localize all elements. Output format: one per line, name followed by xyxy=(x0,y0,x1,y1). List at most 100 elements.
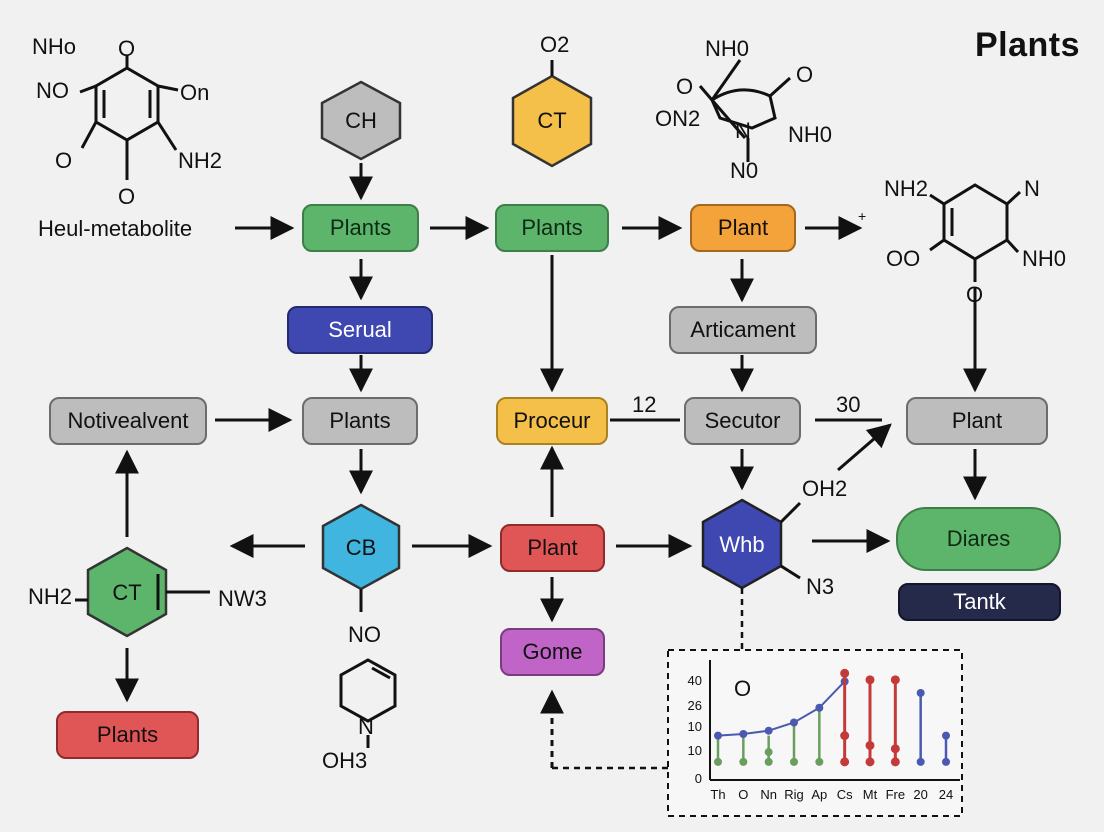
chart-point-green xyxy=(815,757,824,766)
chem-label: On xyxy=(180,80,210,105)
chart-point-red xyxy=(865,675,875,685)
molecule-1 xyxy=(79,55,179,180)
node-secutor[interactable]: Secutor xyxy=(684,397,801,445)
chem-label: N xyxy=(1024,176,1040,201)
node-plants-2[interactable]: Plants xyxy=(495,204,609,252)
chart-point-red xyxy=(890,675,900,685)
chart-point-green xyxy=(739,757,748,766)
chem-label: O xyxy=(118,36,136,61)
chart-x-tick-label: Fre xyxy=(886,787,906,802)
chem-label: N xyxy=(358,714,374,739)
hexagon-cb-label: CB xyxy=(345,535,377,560)
edge-label-12: 12 xyxy=(632,392,657,417)
chem-label: O xyxy=(55,148,73,173)
node-plant-red[interactable]: Plant xyxy=(500,524,605,572)
chart-x-tick-label: Th xyxy=(710,787,725,802)
page-title: Plants xyxy=(974,26,1080,64)
hexagon-ch xyxy=(320,80,402,161)
chart-point-green xyxy=(790,757,798,766)
chem-label: NH0 xyxy=(705,36,750,61)
chem-label: O xyxy=(796,62,814,87)
node-diares[interactable]: Diares xyxy=(896,507,1061,571)
chem-label: O2 xyxy=(540,32,570,57)
bond-line xyxy=(779,501,802,524)
hexagon-ch-label: CH xyxy=(345,108,377,133)
node-notivealvent[interactable]: Notivealvent xyxy=(49,397,207,445)
chart-point-blue xyxy=(916,688,925,697)
chart-x-tick-label: O xyxy=(738,787,748,802)
chem-label: O xyxy=(734,676,752,701)
chart-point-red xyxy=(865,757,875,767)
chart-point-blue xyxy=(942,757,950,766)
chart-y-tick-label: 26 xyxy=(688,698,702,713)
chart-point-blue xyxy=(764,726,773,735)
hexagon-ct-top-label: CT xyxy=(537,108,567,133)
chart-x-tick-label: Nn xyxy=(760,787,777,802)
hexagon-ct-left xyxy=(86,546,168,638)
chem-label: O xyxy=(676,74,694,99)
chart-x-tick-label: Rig xyxy=(784,787,804,802)
chart-y-tick-label: 10 xyxy=(688,719,702,734)
node-plants-1[interactable]: Plants xyxy=(302,204,419,252)
chart-point-red xyxy=(890,757,900,767)
node-serual[interactable]: Serual xyxy=(287,306,433,354)
chem-label: NO xyxy=(348,622,381,647)
chem-label: ON2 xyxy=(655,106,701,131)
chem-label: NHo xyxy=(32,34,77,59)
chart-point-red xyxy=(840,731,850,741)
edge-label-30: 30 xyxy=(836,392,861,417)
chart-x-tick-label: 20 xyxy=(913,787,927,802)
chart-x-tick-label: Mt xyxy=(863,787,878,802)
chart-x-tick-label: Cs xyxy=(837,787,853,802)
chem-label: N3 xyxy=(806,574,835,599)
chart-point-blue xyxy=(916,757,925,766)
chem-label: N0 xyxy=(730,158,759,183)
chart-point-green xyxy=(714,757,722,766)
node-tantk[interactable]: Tantk xyxy=(898,583,1061,621)
chart-point-green xyxy=(764,748,773,757)
chem-label: O xyxy=(118,184,136,209)
node-proceur[interactable]: Proceur xyxy=(496,397,608,445)
chart-point-blue xyxy=(815,703,824,712)
chem-label: NH2 xyxy=(884,176,929,201)
chem-label: OO xyxy=(886,246,921,271)
chem-label: NW3 xyxy=(218,586,267,611)
chart-point-red xyxy=(840,668,850,678)
node-plant-orange[interactable]: Plant xyxy=(690,204,796,252)
chem-label: NH2 xyxy=(178,148,223,173)
chart-point-blue xyxy=(942,731,950,740)
molecule-3 xyxy=(929,183,1022,282)
node-plants-3[interactable]: Plants xyxy=(302,397,418,445)
chart-point-red xyxy=(890,744,900,754)
molecule-4 xyxy=(339,658,397,748)
chem-label: OH3 xyxy=(322,748,368,773)
chart-point-red xyxy=(865,740,875,750)
node-gome[interactable]: Gome xyxy=(500,628,605,676)
chem-label: NO xyxy=(36,78,69,103)
chart-x-tick-label: 24 xyxy=(939,787,953,802)
molecule-2 xyxy=(698,59,792,162)
chart-y-tick-label: 0 xyxy=(695,771,702,786)
chart-y-tick-label: 10 xyxy=(688,743,702,758)
chem-label: NH0 xyxy=(1022,246,1067,271)
hexagon-whb-label: Whb xyxy=(719,532,765,557)
chart-point-blue xyxy=(739,729,748,738)
chem-label: NH2 xyxy=(28,584,73,609)
arrows xyxy=(115,163,987,768)
hexagon-ct-left-label: CT xyxy=(112,580,142,605)
node-plants-bottom[interactable]: Plants xyxy=(56,711,199,759)
chart-point-red xyxy=(840,757,850,767)
chart-point-green xyxy=(764,757,773,766)
chart-x-tick-label: Ap xyxy=(811,787,827,802)
chart-point-blue xyxy=(790,718,798,727)
chem-label: OH2 xyxy=(802,476,848,501)
chart-y-tick-label: 40 xyxy=(688,673,702,688)
chem-label: N xyxy=(735,118,751,143)
heul-metabolite-label: Heul-metabolite xyxy=(38,216,193,241)
bond-line xyxy=(780,564,801,580)
node-plant-right[interactable]: Plant xyxy=(906,397,1048,445)
node-articament[interactable]: Articament xyxy=(669,306,817,354)
chart-point-blue xyxy=(714,731,722,740)
embedded-chart: 40 26 10 10 0Th O Nn Rig Ap Cs Mt Fre 20 24 xyxy=(667,649,963,817)
